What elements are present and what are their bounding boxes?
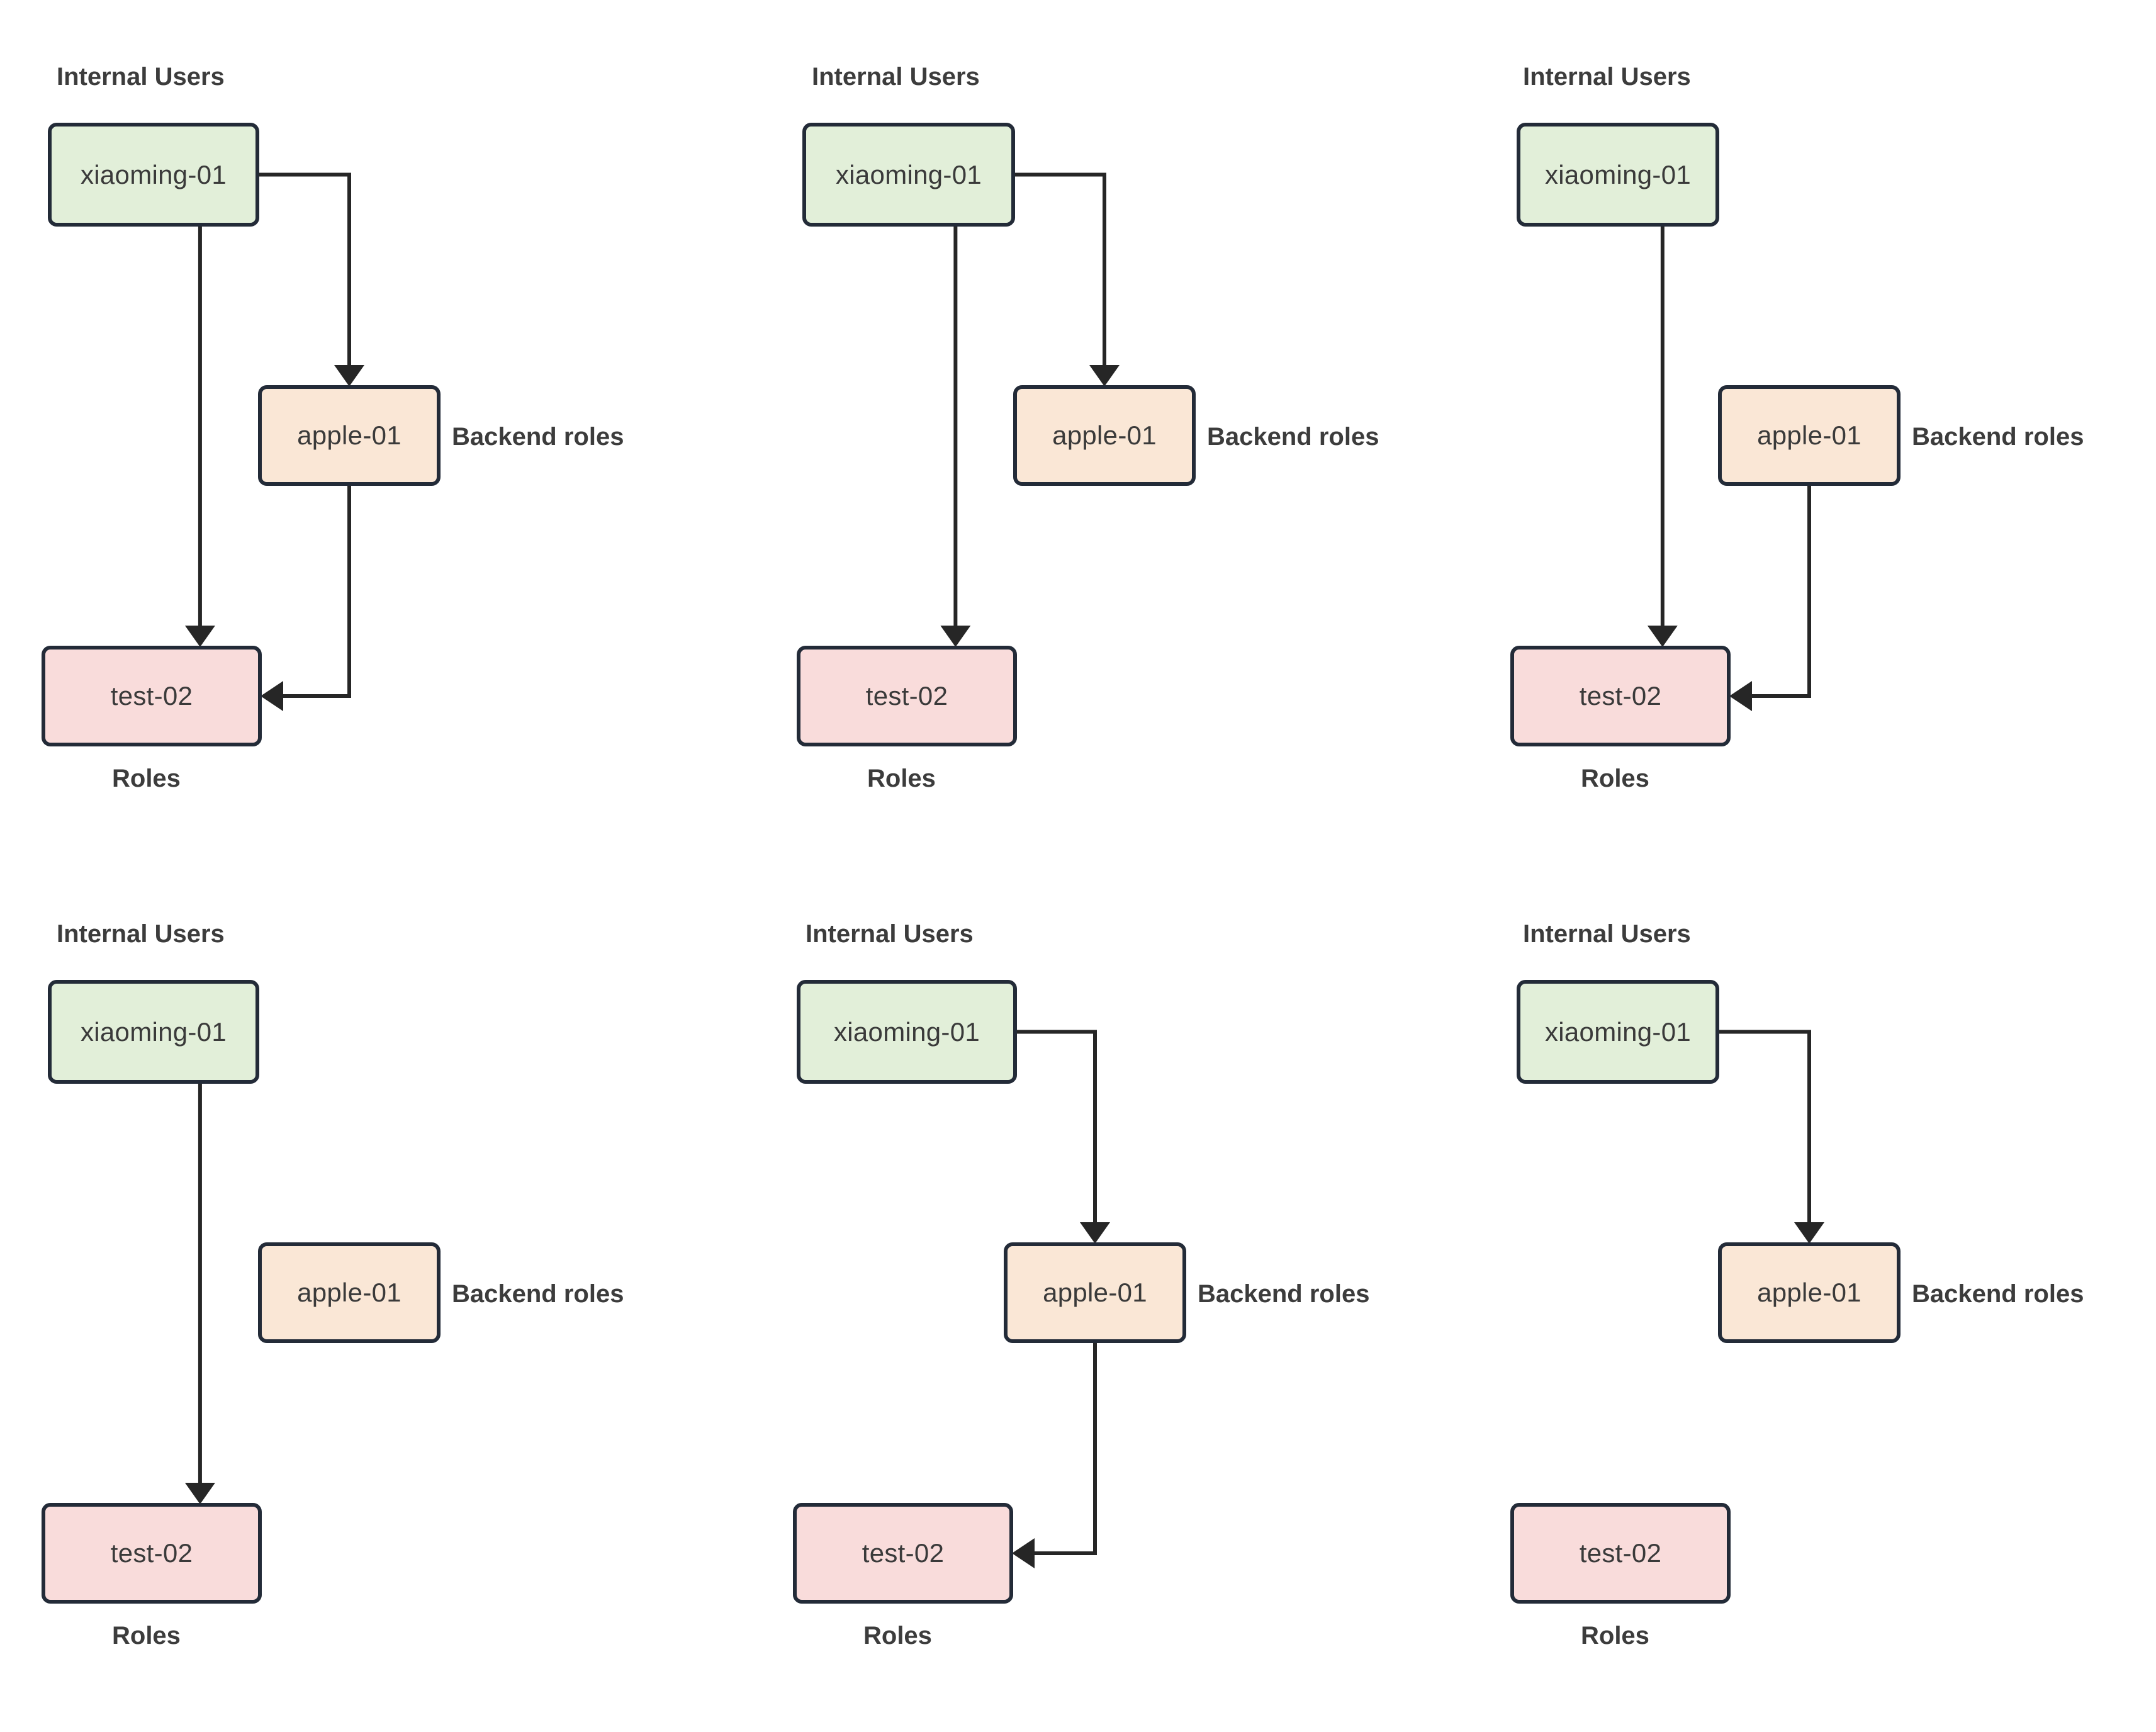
group-label-internal-users: Internal Users	[812, 63, 980, 91]
group-label-internal-users: Internal Users	[806, 920, 974, 948]
group-label-roles: Roles	[867, 765, 936, 792]
node-xiaoming-01[interactable]: xiaoming-01	[48, 980, 259, 1084]
group-label-roles: Roles	[112, 765, 181, 792]
group-label-internal-users: Internal Users	[1523, 63, 1691, 91]
group-label-backend-roles: Backend roles	[452, 1280, 624, 1308]
node-test-02[interactable]: test-02	[42, 1503, 262, 1604]
node-apple-01[interactable]: apple-01	[1718, 1242, 1901, 1343]
node-test-02[interactable]: test-02	[797, 646, 1017, 746]
node-apple-01[interactable]: apple-01	[1013, 385, 1196, 486]
group-label-roles: Roles	[1581, 765, 1649, 792]
group-label-backend-roles: Backend roles	[452, 423, 624, 451]
group-label-internal-users: Internal Users	[57, 63, 225, 91]
group-label-backend-roles: Backend roles	[1912, 1280, 2084, 1308]
group-label-internal-users: Internal Users	[57, 920, 225, 948]
node-test-02[interactable]: test-02	[793, 1503, 1013, 1604]
group-label-roles: Roles	[112, 1622, 181, 1650]
node-test-02[interactable]: test-02	[1510, 646, 1731, 746]
group-label-backend-roles: Backend roles	[1198, 1280, 1370, 1308]
group-label-roles: Roles	[863, 1622, 932, 1650]
group-label-roles: Roles	[1581, 1622, 1649, 1650]
node-test-02[interactable]: test-02	[42, 646, 262, 746]
node-xiaoming-01[interactable]: xiaoming-01	[802, 123, 1015, 227]
group-label-backend-roles: Backend roles	[1207, 423, 1379, 451]
node-apple-01[interactable]: apple-01	[258, 385, 441, 486]
node-xiaoming-01[interactable]: xiaoming-01	[48, 123, 259, 227]
group-label-internal-users: Internal Users	[1523, 920, 1691, 948]
node-xiaoming-01[interactable]: xiaoming-01	[1517, 123, 1719, 227]
node-apple-01[interactable]: apple-01	[1004, 1242, 1186, 1343]
node-apple-01[interactable]: apple-01	[258, 1242, 441, 1343]
node-apple-01[interactable]: apple-01	[1718, 385, 1901, 486]
node-test-02[interactable]: test-02	[1510, 1503, 1731, 1604]
node-xiaoming-01[interactable]: xiaoming-01	[1517, 980, 1719, 1084]
node-xiaoming-01[interactable]: xiaoming-01	[797, 980, 1017, 1084]
group-label-backend-roles: Backend roles	[1912, 423, 2084, 451]
